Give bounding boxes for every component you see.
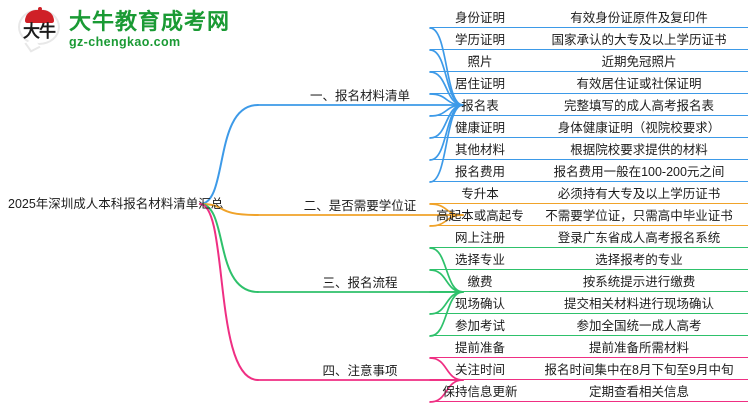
mindmap-leaf-value: 定期查看相关信息	[588, 385, 689, 399]
mindmap-leaf-key: 健康证明	[454, 121, 505, 135]
mindmap-leaf-key: 学历证明	[454, 33, 505, 47]
mindmap-branch-label[interactable]: 三、报名流程	[322, 276, 398, 290]
mindmap-leaf-value: 近期免冠照片	[601, 55, 677, 69]
mindmap-leaf-key: 高起本或高起专	[436, 209, 524, 223]
mindmap-leaf-row[interactable]: 专升本 必须持有大专及以上学历证书	[430, 185, 748, 204]
mindmap-leaf-row[interactable]: 居住证明 有效居住证或社保证明	[430, 75, 748, 94]
logo-bubble-icon: 大牛	[18, 7, 62, 53]
mindmap-leaf-row[interactable]: 提前准备 提前准备所需材料	[430, 339, 748, 358]
mindmap-leaf-value: 登录广东省成人高考报名系统	[557, 231, 721, 245]
logo-cap-icon	[25, 7, 54, 23]
mindmap-leaf-key: 网上注册	[454, 231, 505, 245]
mindmap-leaf-value: 必须持有大专及以上学历证书	[557, 187, 721, 201]
mindmap-leaf-value: 根据院校要求提供的材料	[570, 143, 708, 157]
mindmap-leaf-key: 报名费用	[454, 165, 505, 179]
mindmap-leaf-row[interactable]: 现场确认 提交相关材料进行现场确认	[430, 295, 748, 314]
mindmap-leaf-row[interactable]: 其他材料 根据院校要求提供的材料	[430, 141, 748, 160]
mindmap-leaf-row[interactable]: 身份证明 有效身份证原件及复印件	[430, 9, 748, 28]
mindmap-branch-label[interactable]: 一、报名材料清单	[309, 89, 410, 103]
mindmap-leaf-value: 完整填写的成人高考报名表	[563, 99, 714, 113]
mindmap-leaf-value: 提交相关材料进行现场确认	[563, 297, 714, 311]
mindmap-leaf-key: 其他材料	[454, 143, 505, 157]
logo-glyph-text: 大牛	[23, 22, 56, 41]
mindmap-leaf-value: 身体健康证明（视院校要求）	[557, 121, 721, 135]
mindmap-leaf-key: 保持信息更新	[442, 385, 518, 399]
mindmap-leaf-value: 选择报考的专业	[595, 253, 683, 267]
mindmap-leaf-row[interactable]: 健康证明 身体健康证明（视院校要求）	[430, 119, 748, 138]
mindmap-leaf-row[interactable]: 保持信息更新 定期查看相关信息	[430, 383, 748, 402]
brand-title: 大牛教育成考网	[69, 9, 231, 35]
mindmap-leaf-value: 提前准备所需材料	[588, 341, 689, 355]
mindmap-leaf-value: 有效居住证或社保证明	[576, 77, 702, 91]
mindmap-branch-label[interactable]: 四、注意事项	[322, 364, 398, 378]
mindmap-leaf-value: 按系统提示进行缴费	[582, 275, 696, 289]
site-logo: 大牛 大牛教育成考网 gz-chengkao.com	[18, 7, 231, 53]
mindmap-leaf-key: 照片	[467, 55, 493, 69]
mindmap-leaf-key: 参加考试	[454, 319, 505, 333]
mindmap-leaf-key: 缴费	[467, 275, 493, 289]
mindmap-leaf-key: 现场确认	[454, 297, 505, 311]
mindmap-leaf-row[interactable]: 照片 近期免冠照片	[430, 53, 748, 72]
mindmap-leaf-row[interactable]: 参加考试 参加全国统一成人高考	[430, 317, 748, 336]
mindmap-root-node[interactable]: 2025年深圳成人本科报名材料清单汇总	[8, 197, 224, 211]
mindmap-leaf-key: 居住证明	[454, 77, 505, 91]
mindmap-leaf-value: 有效身份证原件及复印件	[570, 11, 708, 25]
mindmap-leaf-row[interactable]: 选择专业 选择报考的专业	[430, 251, 748, 270]
mindmap-leaf-value: 参加全国统一成人高考	[576, 319, 702, 333]
mindmap-leaf-value: 国家承认的大专及以上学历证书	[551, 33, 727, 47]
mindmap-leaf-row[interactable]: 关注时间 报名时间集中在8月下旬至9月中旬	[430, 361, 748, 380]
mindmap-leaf-value: 报名费用一般在100-200元之间	[553, 165, 725, 179]
mindmap-leaf-key: 报名表	[461, 99, 499, 113]
mindmap-leaf-key: 选择专业	[454, 253, 505, 267]
mindmap-leaf-value: 报名时间集中在8月下旬至9月中旬	[544, 363, 734, 377]
mindmap-leaf-key: 提前准备	[454, 341, 505, 355]
mindmap-leaf-key: 身份证明	[454, 11, 505, 25]
mindmap-leaf-key: 关注时间	[454, 363, 505, 377]
mindmap-leaf-row[interactable]: 高起本或高起专 不需要学位证，只需高中毕业证书	[430, 207, 748, 226]
mindmap-leaf-row[interactable]: 网上注册 登录广东省成人高考报名系统	[430, 229, 748, 248]
mindmap-leaf-row[interactable]: 报名费用 报名费用一般在100-200元之间	[430, 163, 748, 182]
mindmap-leaf-row[interactable]: 学历证明 国家承认的大专及以上学历证书	[430, 31, 748, 50]
mindmap-leaf-value: 不需要学位证，只需高中毕业证书	[545, 209, 733, 223]
brand-url: gz-chengkao.com	[69, 35, 181, 50]
mindmap-leaf-row[interactable]: 报名表 完整填写的成人高考报名表	[430, 97, 748, 116]
mindmap-branch-label[interactable]: 二、是否需要学位证	[303, 199, 417, 213]
mindmap-leaf-row[interactable]: 缴费 按系统提示进行缴费	[430, 273, 748, 292]
mindmap-leaf-key: 专升本	[461, 187, 499, 201]
